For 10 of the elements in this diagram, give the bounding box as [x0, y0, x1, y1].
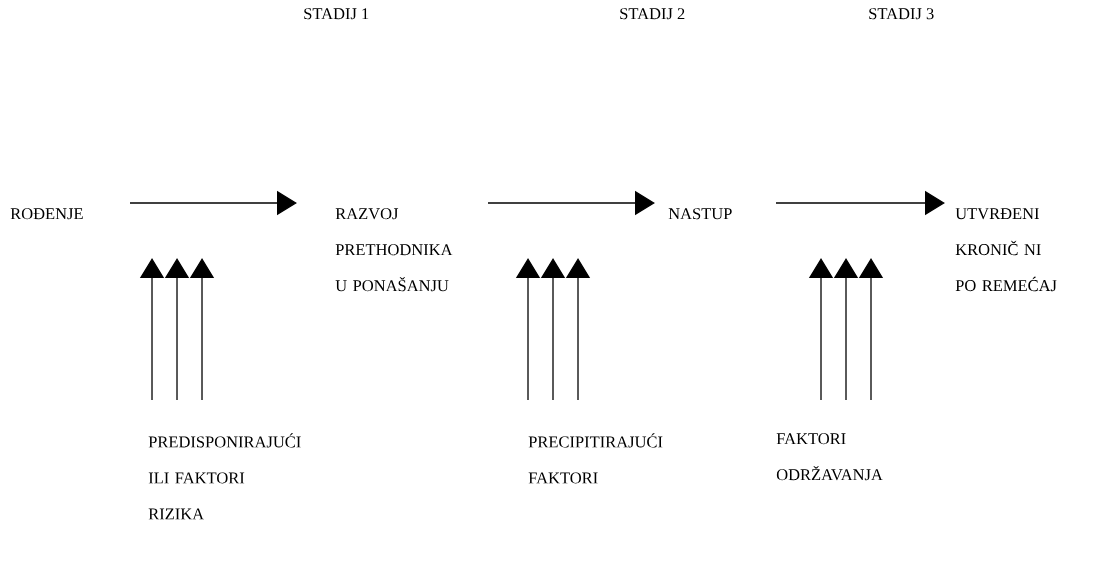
stage-text: NASTUP — [668, 208, 732, 220]
stage-label: STADIJ 3 — [869, 8, 934, 20]
factor-text: PREDISPONIRAJUĆI ILI FAKTORI RIZIKA — [148, 433, 301, 520]
stage-text: ROĐENJE — [10, 208, 83, 220]
stage-label: STADIJ 1 — [304, 8, 369, 20]
factor-text: PRECIPITIRAJUĆI FAKTORI — [528, 433, 663, 484]
factor-text: FAKTORI ODRŽAVANJA — [776, 433, 883, 481]
stage-label: STADIJ 2 — [620, 8, 685, 20]
stage-text: RAZVOJ PRETHODNIKA U PONAŠANJU — [335, 208, 453, 292]
stage-text: UTVRĐENI KRONIČ NI PO REMEĆAJ — [955, 208, 1057, 292]
